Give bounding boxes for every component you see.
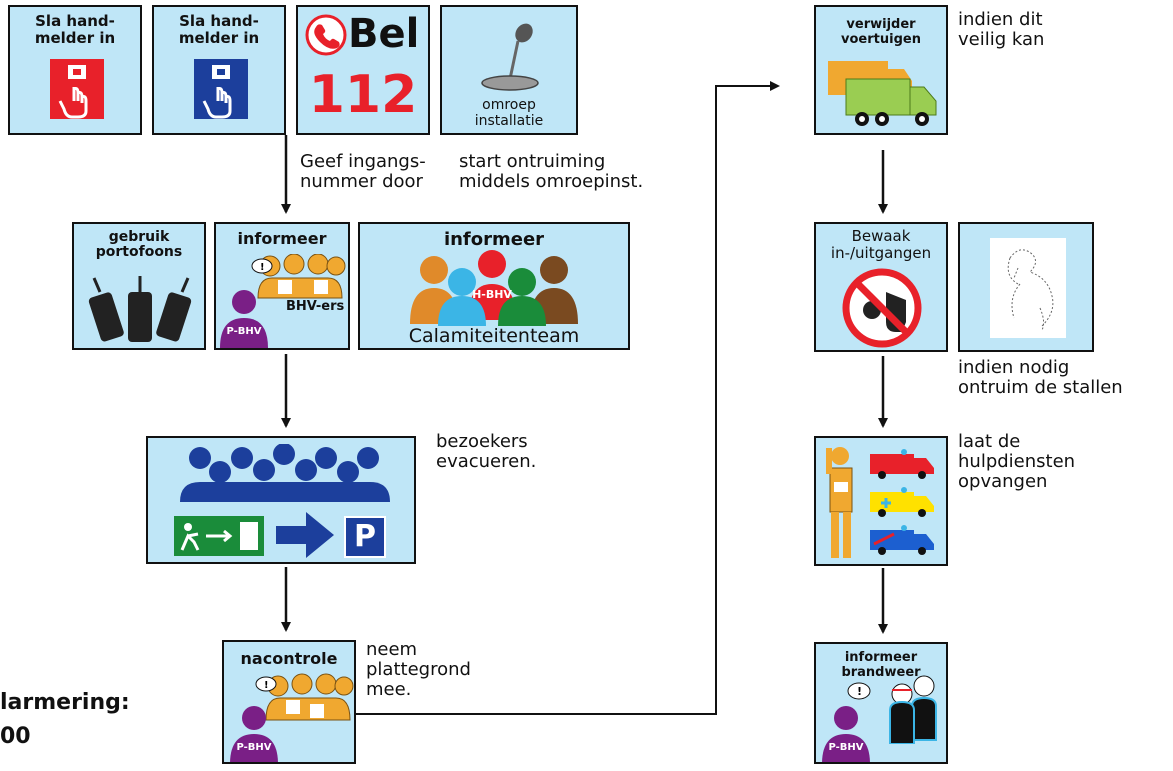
note-stables: indien nodig ontruim de stallen	[958, 357, 1123, 398]
bhv-guide-icon	[826, 447, 853, 558]
fire-truck-icon	[870, 449, 934, 479]
note-visitors: bezoekers evacueren.	[436, 431, 537, 472]
recheck-card: nacontrole ! P-BHV	[222, 640, 356, 764]
pa-label: omroep installatie	[474, 97, 544, 129]
manual-call-point-blue-icon	[194, 59, 248, 119]
firefighter-icon	[889, 675, 937, 744]
police-car-icon	[870, 525, 934, 555]
pa-system-card: omroep installatie	[440, 5, 578, 135]
visitors-group-icon	[180, 444, 390, 502]
recheck-title: nacontrole	[240, 649, 338, 668]
call-112-card: Bel 112	[296, 5, 430, 135]
radios-card: gebruik portofoons	[72, 222, 206, 350]
truck-icon	[828, 61, 937, 126]
services-card	[814, 436, 948, 566]
person-pbhv-icon	[822, 706, 870, 762]
pbhv-badge: P-BHV	[226, 326, 262, 337]
manual-call-point-red-icon	[50, 59, 104, 119]
note-give-entrance: Geef ingangs- nummer door	[300, 151, 426, 192]
fire-brigade-card: informeer brandweer ! P-BHV	[814, 642, 948, 764]
guard-card: Bewaak in-/uitgangen	[814, 222, 948, 352]
call-point-red-card: Sla hand- melder in	[8, 5, 142, 135]
walkie-talkie-icon	[88, 276, 192, 342]
guard-title: Bewaak in-/uitgangen	[830, 227, 932, 262]
team-label: Calamiteitenteam	[408, 325, 580, 347]
call-word: Bel	[348, 11, 420, 57]
call-number: 112	[308, 65, 418, 125]
svg-text:!: !	[857, 685, 862, 698]
vehicles-title: verwijder voertuigen	[841, 17, 921, 47]
left-cut-text-2: 00	[0, 724, 31, 749]
call-point-red-title: Sla hand- melder in	[34, 12, 116, 47]
call-point-blue-card: Sla hand- melder in	[152, 5, 286, 135]
person-pbhv-icon	[230, 706, 278, 762]
arrow-right-icon	[276, 512, 334, 558]
phone-icon	[305, 14, 347, 56]
note-floorplan: neem plattegrond mee.	[366, 639, 471, 700]
evacuate-card: P	[146, 436, 416, 564]
inform-bhv-card: informeer ! BHV-ers P-BHV	[214, 222, 350, 350]
fire-brigade-title: informeer brandweer	[841, 650, 921, 680]
call-point-blue-title: Sla hand- melder in	[178, 12, 260, 47]
radios-title: gebruik portofoons	[95, 229, 183, 260]
no-entry-icon	[842, 268, 922, 348]
note-start-evac: start ontruiming middels omroepinst.	[459, 151, 644, 192]
speech-bubble-icon: !	[251, 258, 273, 274]
note-vehicles: indien dit veilig kan	[958, 9, 1045, 50]
inform-team-title: informeer	[443, 229, 545, 250]
ambulance-icon	[870, 487, 934, 517]
horse-card	[958, 222, 1094, 352]
inform-team-card: informeer H-BHV Calamiteitenteam	[358, 222, 630, 350]
team-group-icon	[410, 250, 578, 326]
bhv-group-icon	[265, 673, 354, 721]
inform-bhv-title: informeer	[237, 229, 327, 248]
horse-sketch-icon	[990, 238, 1066, 338]
note-emergency: laat de hulpdiensten opvangen	[958, 431, 1076, 492]
left-cut-text-1: larmering:	[0, 690, 130, 715]
speech-bubble-icon: !	[255, 676, 277, 692]
bhv-group-label: BHV-ers	[286, 299, 345, 314]
person-pbhv-icon	[220, 290, 268, 348]
svg-text:!: !	[260, 262, 265, 273]
speech-bubble-icon: !	[847, 682, 871, 700]
vehicles-card: verwijder voertuigen	[814, 5, 948, 135]
hbhv-badge: H-BHV	[472, 288, 512, 301]
pbhv-badge: P-BHV	[236, 742, 272, 753]
arrow-recheck-to-vehicles	[356, 81, 780, 715]
pbhv-badge: P-BHV	[828, 742, 864, 753]
microphone-icon	[481, 23, 539, 91]
svg-text:!: !	[264, 680, 269, 691]
exit-sign-icon	[174, 516, 264, 556]
parking-sign: P	[344, 516, 386, 558]
